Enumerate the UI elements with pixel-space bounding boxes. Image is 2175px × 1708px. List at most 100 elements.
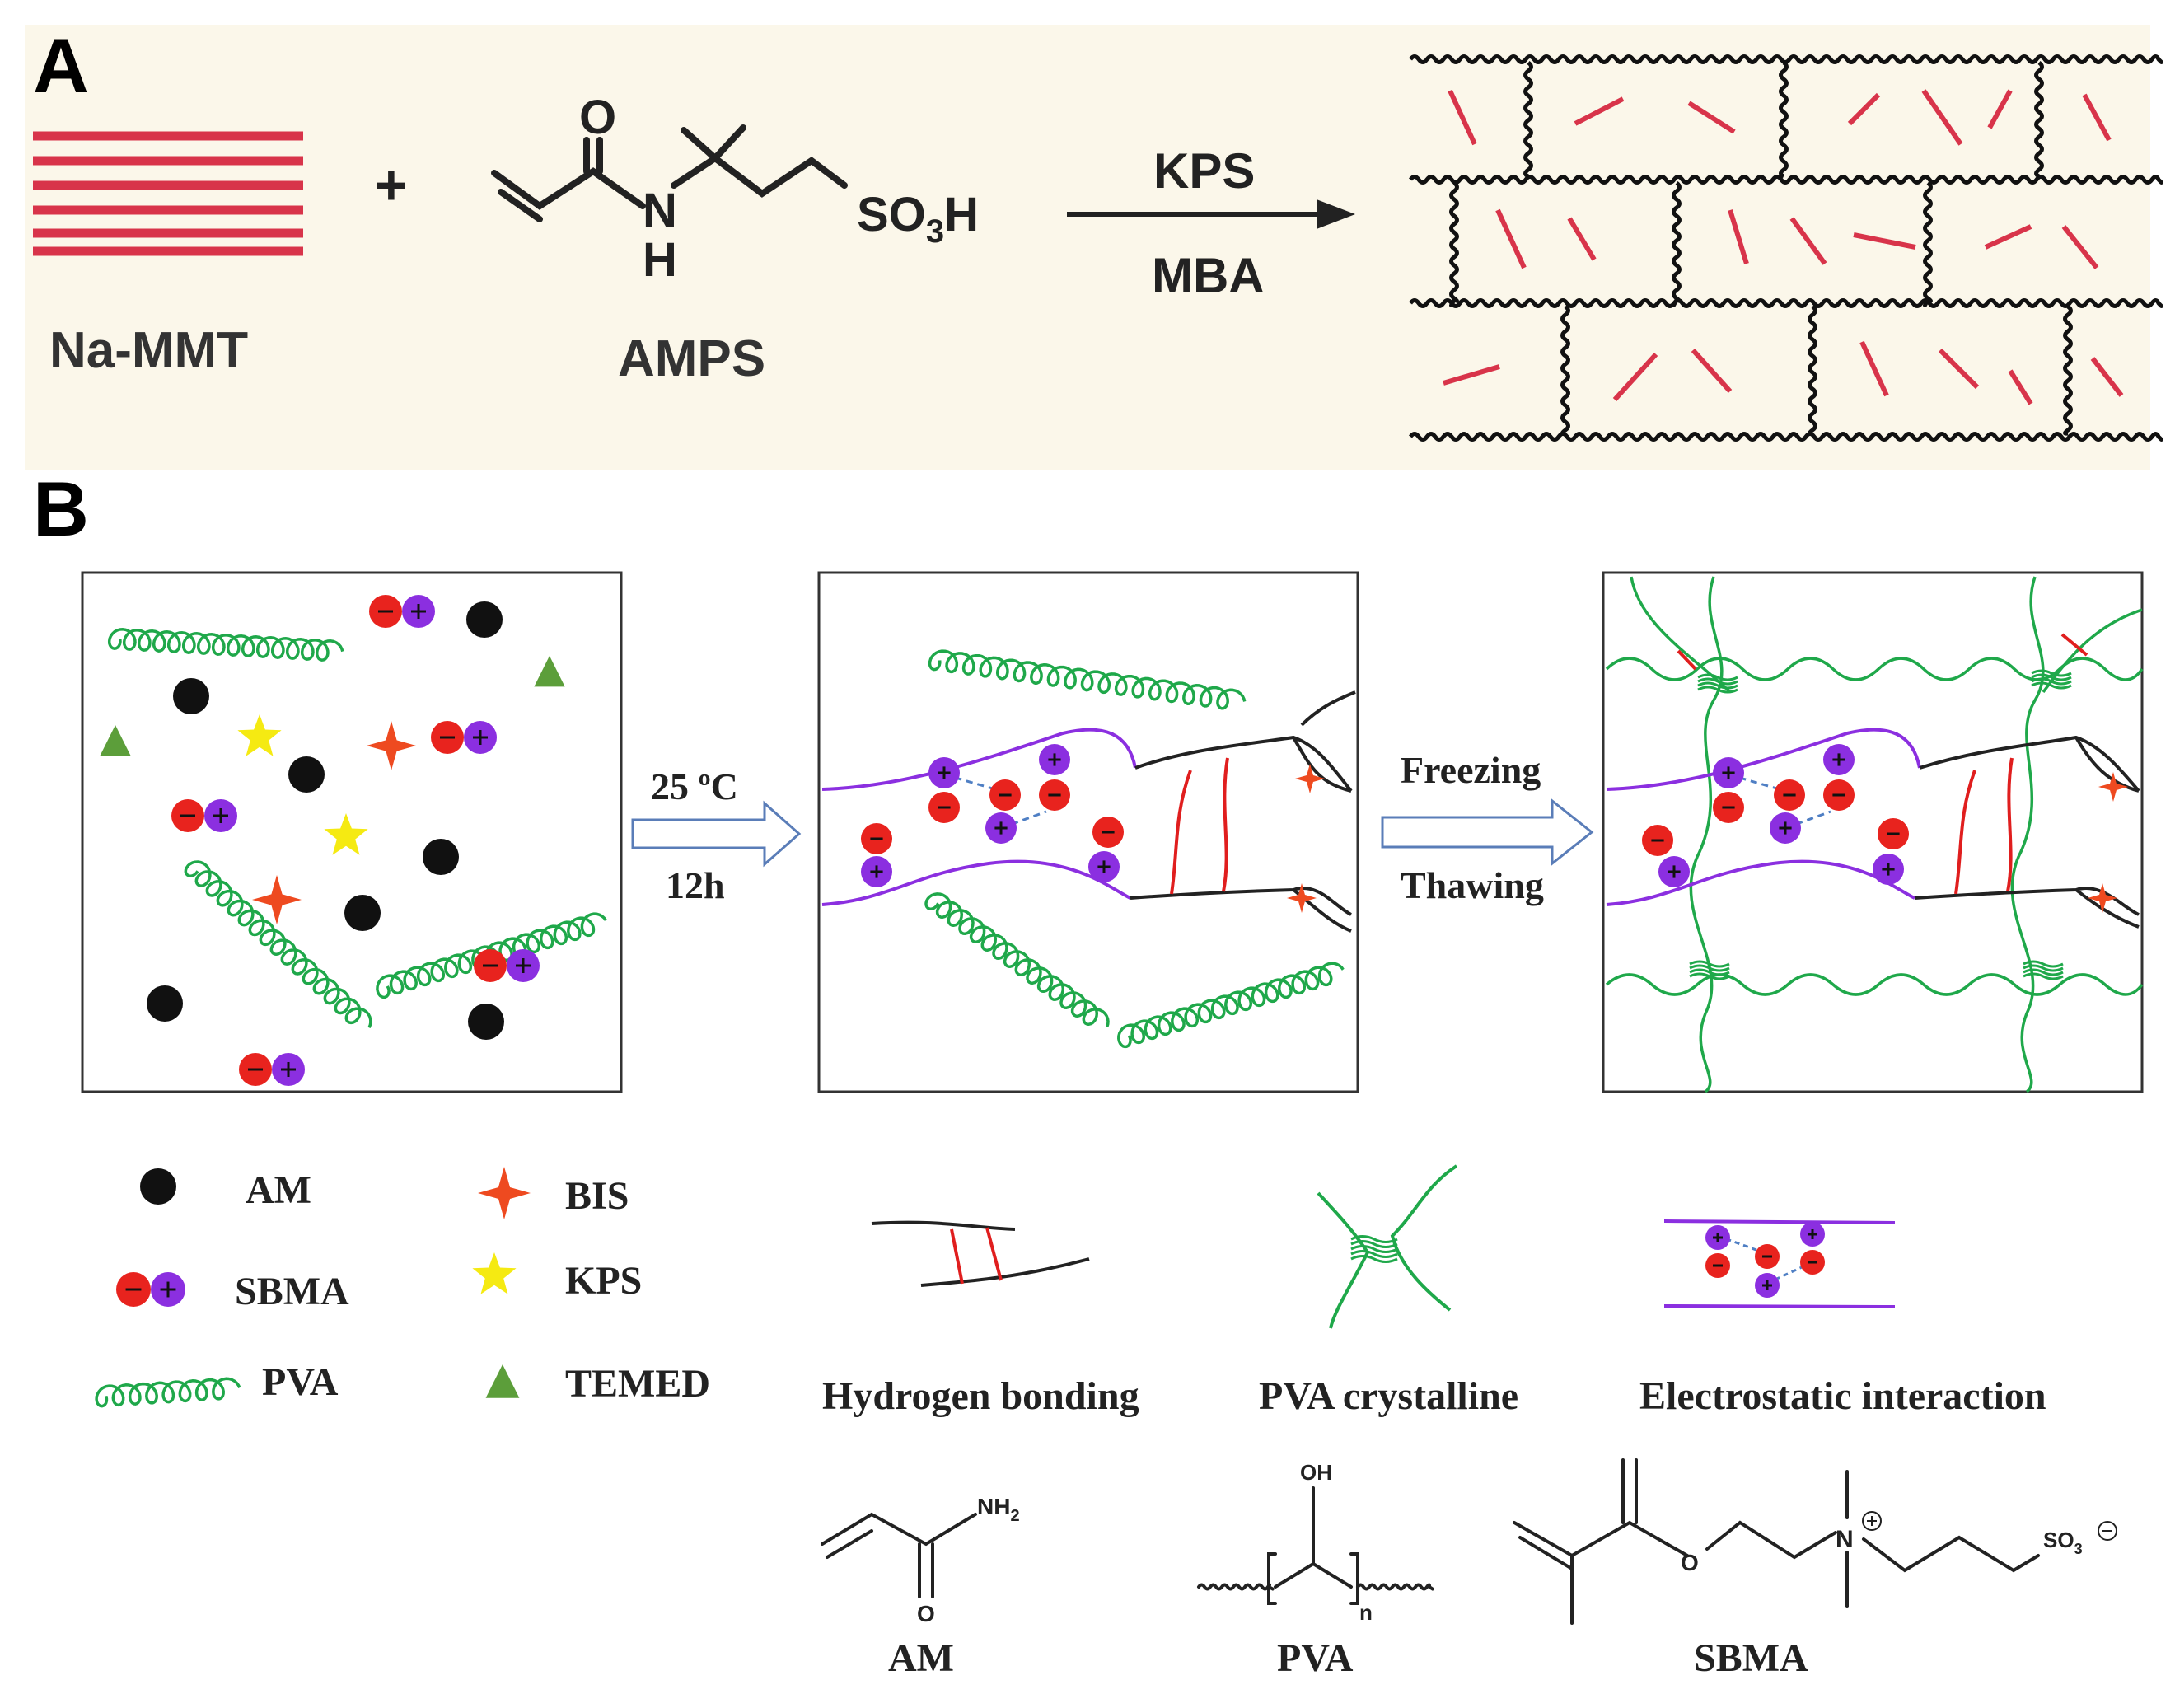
pva-crystallite: [2031, 669, 2072, 677]
bis-crosslinker: [1295, 764, 1325, 793]
polysbma-chain: [821, 859, 1131, 906]
mmt-nanosheet: [2008, 369, 2033, 405]
mmt-nanosheet: [1567, 217, 1597, 261]
network-crosslink-vertical: [1808, 304, 1817, 436]
mmt-nanosheet: [2061, 225, 2099, 269]
cation-ion: [1658, 856, 1690, 887]
amps-oxygen: O: [579, 91, 616, 144]
anion-ion: [1642, 825, 1673, 856]
temed-accelerator: [485, 1364, 520, 1398]
pva-crystallite: [1689, 964, 1730, 972]
mmt-nanosheet: [2090, 357, 2124, 397]
hydrogen-bond: [1222, 757, 1229, 892]
pva-crystallite: [1697, 686, 1738, 694]
pva-hydroxyl: OH: [1300, 1460, 1332, 1485]
anion-ion: [1713, 792, 1744, 823]
temed-accelerator: [534, 656, 565, 687]
bis-crosslinker: [2098, 772, 2128, 802]
bis-crosslinker: [478, 1167, 531, 1219]
mmt-nanosheet: [1574, 96, 1625, 126]
polysbma-chain: [821, 728, 1137, 791]
am-monomer: [288, 756, 325, 793]
anion-ion: [989, 779, 1021, 811]
sbma-nitrogen: N: [1836, 1526, 1854, 1553]
box-after-polymerization: [817, 571, 1359, 1093]
pva-crystallite: [1689, 968, 1730, 976]
pam-chain: [1300, 690, 1356, 727]
temed-accelerator: [100, 725, 131, 756]
cation-ion: [1705, 1225, 1730, 1250]
kps-initiator: [324, 813, 368, 855]
amps-nitrogen: N: [643, 184, 677, 237]
pva-chain: [928, 649, 1247, 710]
cation-ion: [1713, 757, 1744, 788]
hbond-chain: [920, 1257, 1090, 1287]
mmt-nanosheet: [2082, 93, 2112, 142]
crystalline-fold: [1350, 1255, 1398, 1263]
pam-chain: [1914, 887, 2140, 916]
hydrogen-bond: [2006, 757, 2014, 892]
pva-chain: [1117, 962, 1345, 1049]
panel-b-letter: B: [33, 466, 89, 552]
na-mmt-layers: [33, 131, 303, 256]
process-2-thawing: Thawing: [1401, 864, 1544, 906]
anion-ion: [1705, 1253, 1730, 1278]
freeze-thaw-contents: [1605, 576, 2144, 1093]
bis-crosslinker: [1287, 883, 1317, 913]
pva-crystallite: [2023, 968, 2064, 976]
sbma-negative-charge: [2098, 1521, 2117, 1541]
kps-initiator: [237, 714, 282, 756]
na-mmt-label: Na-MMT: [49, 322, 248, 379]
hydrogel-network: [1408, 54, 2163, 442]
pam-chain: [2074, 737, 2140, 793]
am-amine-group: NH2: [977, 1494, 1020, 1525]
am-structure-label: AM: [888, 1636, 954, 1680]
arrow-label-kps: KPS: [1153, 143, 1255, 199]
amps-structure: [491, 124, 848, 222]
pva-crystallite: [1697, 673, 1738, 681]
sbma-molecule: [171, 799, 237, 832]
plus-sign: +: [375, 154, 408, 217]
am-structure: [821, 1512, 977, 1598]
mmt-nanosheet: [1984, 224, 2032, 250]
network-chain-horizontal: [1408, 175, 2163, 185]
panel-a-letter: A: [33, 22, 89, 109]
pva-chain: [2010, 576, 2045, 1093]
arrow-label-mba: MBA: [1152, 248, 1265, 303]
sbma-molecule: [116, 1272, 185, 1307]
anion-ion: [1755, 1244, 1780, 1269]
legend-am-label: AM: [246, 1168, 311, 1212]
network-crosslink-vertical: [1449, 180, 1459, 307]
am-monomer: [147, 985, 183, 1022]
network-crosslink-vertical: [1672, 180, 1682, 307]
crystalline-fold: [1350, 1235, 1398, 1243]
bis-crosslinker: [2088, 883, 2117, 913]
pva-crystallite: [1689, 960, 1730, 968]
electro-link: [1717, 1234, 1764, 1254]
legend-temed-label: TEMED: [565, 1362, 710, 1406]
interaction-crystalline-label: PVA crystalline: [1259, 1374, 1518, 1418]
pva-crystallite: [2031, 681, 2072, 690]
mmt-nanosheet: [1921, 89, 1963, 146]
am-monomer: [344, 895, 381, 931]
pva-repeat-n: n: [1359, 1600, 1373, 1625]
anion-ion: [1092, 817, 1124, 848]
process-1-temperature: 25 ºC: [651, 765, 738, 807]
pva-crystallite: [2023, 972, 2064, 980]
hydrogen-bond: [2060, 633, 2088, 657]
mmt-nanosheet: [1612, 352, 1658, 402]
sbma-molecule: [369, 595, 435, 628]
am-monomer: [468, 1004, 504, 1040]
pva-structure-label: PVA: [1277, 1636, 1354, 1680]
pva-chain: [924, 892, 1110, 1027]
pva-crystallite: [2031, 673, 2072, 681]
cation-ion: [928, 757, 960, 788]
sbma-molecule: [474, 949, 540, 982]
mmt-nanosheet: [1687, 101, 1736, 134]
crystalline-fold: [1350, 1240, 1398, 1248]
mmt-nanosheet: [1495, 208, 1527, 269]
process-arrow-1: [631, 800, 802, 868]
pva-chain: [1689, 576, 1724, 1093]
pva-structure: [1197, 1486, 1434, 1605]
pva-crystallite: [2023, 960, 2064, 968]
